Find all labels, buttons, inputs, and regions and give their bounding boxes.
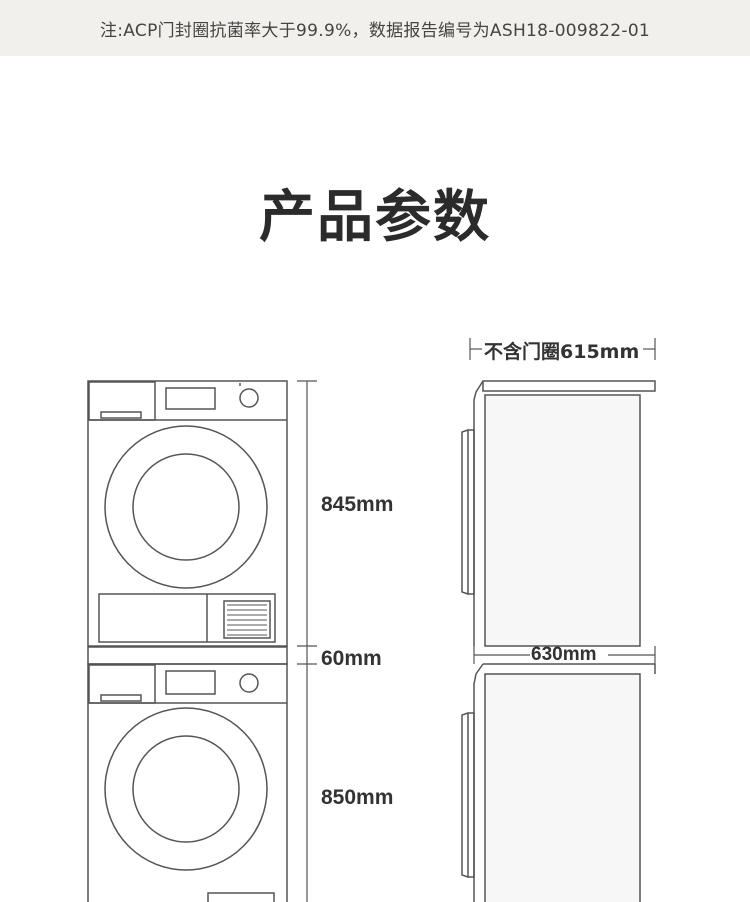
dryer-door-inner bbox=[132, 453, 240, 561]
dryer-door-profile bbox=[461, 429, 469, 595]
width-dimension-line bbox=[469, 338, 656, 360]
dryer-door-outer bbox=[104, 425, 268, 589]
disclaimer-text: 注:ACP门封圈抗菌率大于99.9%，数据报告编号为ASH18-009822-0… bbox=[99, 20, 651, 41]
section-title: 产品参数 bbox=[259, 185, 491, 250]
dryer-top-rail bbox=[482, 380, 656, 392]
width-label: 不含门圈615mm bbox=[482, 337, 642, 364]
dryer-body bbox=[87, 380, 288, 647]
washer-drawer-handle bbox=[100, 694, 142, 702]
washer-door-inner bbox=[132, 735, 240, 843]
dryer-front-view bbox=[87, 380, 288, 647]
dryer-height-label: 845mm bbox=[321, 493, 394, 516]
dryer-drawer-handle bbox=[100, 411, 142, 419]
height-dimension-line bbox=[297, 380, 317, 902]
washer-side-panel bbox=[484, 673, 641, 902]
washer-door-profile bbox=[461, 712, 469, 878]
washer-display bbox=[165, 670, 216, 695]
gap-height-label: 60mm bbox=[321, 647, 382, 670]
disclaimer-bar: 注:ACP门封圈抗菌率大于99.9%，数据报告编号为ASH18-009822-0… bbox=[0, 0, 750, 56]
washer-front-edge bbox=[473, 663, 484, 902]
washer-bottom-panel bbox=[207, 892, 275, 902]
washer-front-view bbox=[87, 663, 288, 902]
dryer-detergent-drawer bbox=[88, 381, 156, 421]
depth-dimension-line bbox=[473, 646, 656, 664]
dryer-filter-panel bbox=[98, 593, 276, 643]
washer-detergent-drawer bbox=[88, 664, 156, 704]
washer-side-view bbox=[461, 663, 656, 902]
dryer-knob bbox=[239, 388, 259, 408]
dryer-front-edge bbox=[473, 380, 484, 646]
washer-body bbox=[87, 663, 288, 902]
washer-knob bbox=[239, 673, 259, 693]
washer-door-outer bbox=[104, 707, 268, 871]
depth-label: 630mm bbox=[531, 644, 597, 665]
stacking-kit bbox=[87, 646, 288, 665]
dryer-vent bbox=[223, 600, 271, 639]
dryer-display bbox=[165, 387, 216, 410]
dryer-side-view bbox=[461, 380, 656, 647]
dryer-side-panel bbox=[484, 394, 641, 647]
washer-height-label: 850mm bbox=[321, 786, 394, 809]
